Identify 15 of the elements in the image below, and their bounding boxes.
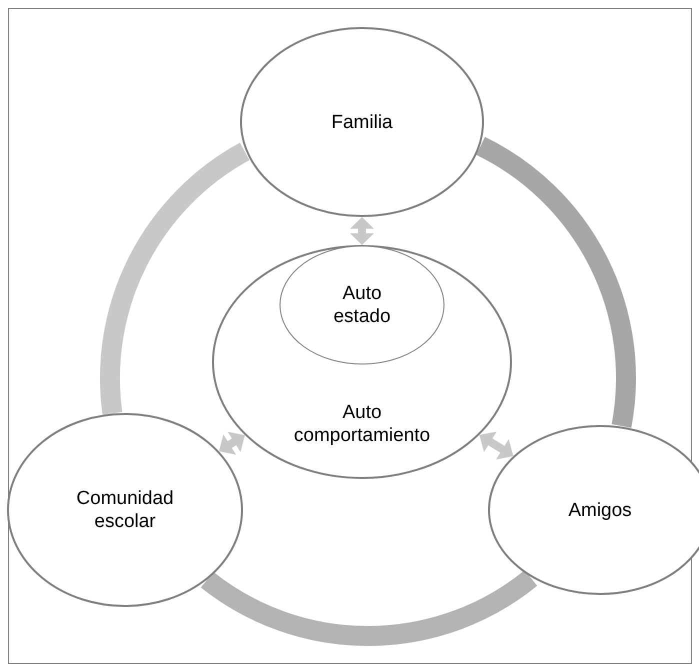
double-arrow (350, 217, 374, 245)
ring-arc (100, 142, 250, 414)
node-label: Familia (330, 110, 394, 134)
node-label: Amigos (567, 498, 633, 522)
ellipse-node (240, 27, 484, 217)
node-label: Auto comportamiento (292, 401, 432, 447)
node-label: Auto estado (332, 282, 392, 328)
node-label: Comunidad escolar (75, 487, 175, 533)
double-arrow (479, 432, 514, 460)
ellipse-node (279, 245, 445, 365)
ellipse-node (7, 413, 243, 607)
ring-arc (201, 570, 537, 646)
double-arrow (219, 432, 245, 455)
ring-arc (476, 137, 636, 428)
ellipse-node (212, 245, 512, 479)
